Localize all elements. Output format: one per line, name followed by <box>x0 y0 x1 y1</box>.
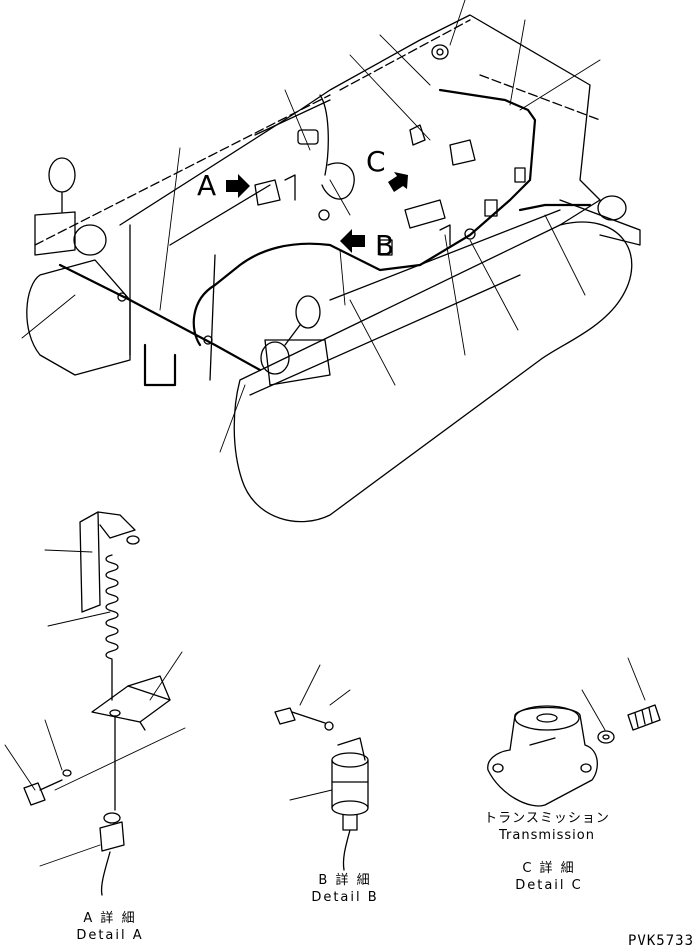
detail-b-caption: B 詳 細 Detail B <box>300 874 390 904</box>
detail-b-en: Detail B <box>311 890 379 905</box>
left-track <box>26 259 131 376</box>
transmission-en: Transmission <box>499 828 595 843</box>
detail-a-en: Detail A <box>76 928 144 943</box>
detail-c-caption: C 詳 細 Detail C <box>504 862 594 892</box>
work-light-left <box>34 211 76 256</box>
transmission-housing <box>487 706 598 807</box>
marker-c-label: C <box>366 145 386 178</box>
leader-lines <box>21 0 601 453</box>
arrow-b <box>340 229 365 253</box>
detail-b-drawing <box>274 664 369 871</box>
machine-overview <box>21 0 641 523</box>
bracket-a <box>91 685 171 723</box>
detail-b-jp: B 詳 細 <box>318 873 372 888</box>
bolt-a <box>23 782 46 806</box>
bolt-b <box>274 707 296 725</box>
switch-a <box>99 821 125 852</box>
transmission-caption: トランスミッション Transmission <box>484 812 610 842</box>
drawing-code: PVK5733 <box>628 933 695 949</box>
frame-body <box>119 14 601 226</box>
solenoid-b <box>331 759 369 809</box>
detail-a-caption: A 詳 細 Detail A <box>70 912 150 942</box>
wire-harness <box>58 88 537 372</box>
transmission-jp: トランスミッション <box>484 811 610 826</box>
spring <box>105 554 119 660</box>
detail-a-jp: A 詳 細 <box>83 911 137 926</box>
arrow-a <box>226 174 250 198</box>
work-light-right <box>264 339 331 386</box>
detail-c-jp: C 詳 細 <box>522 861 576 876</box>
arrow-c <box>388 172 408 192</box>
detail-a-drawing <box>4 511 186 896</box>
marker-a-label: A <box>197 169 217 202</box>
marker-b-label: B <box>375 229 395 262</box>
detail-c-drawing <box>487 657 661 807</box>
switch-c <box>627 704 661 731</box>
washer-c <box>597 730 615 744</box>
right-track <box>233 221 633 523</box>
detail-c-en: Detail C <box>515 878 583 893</box>
